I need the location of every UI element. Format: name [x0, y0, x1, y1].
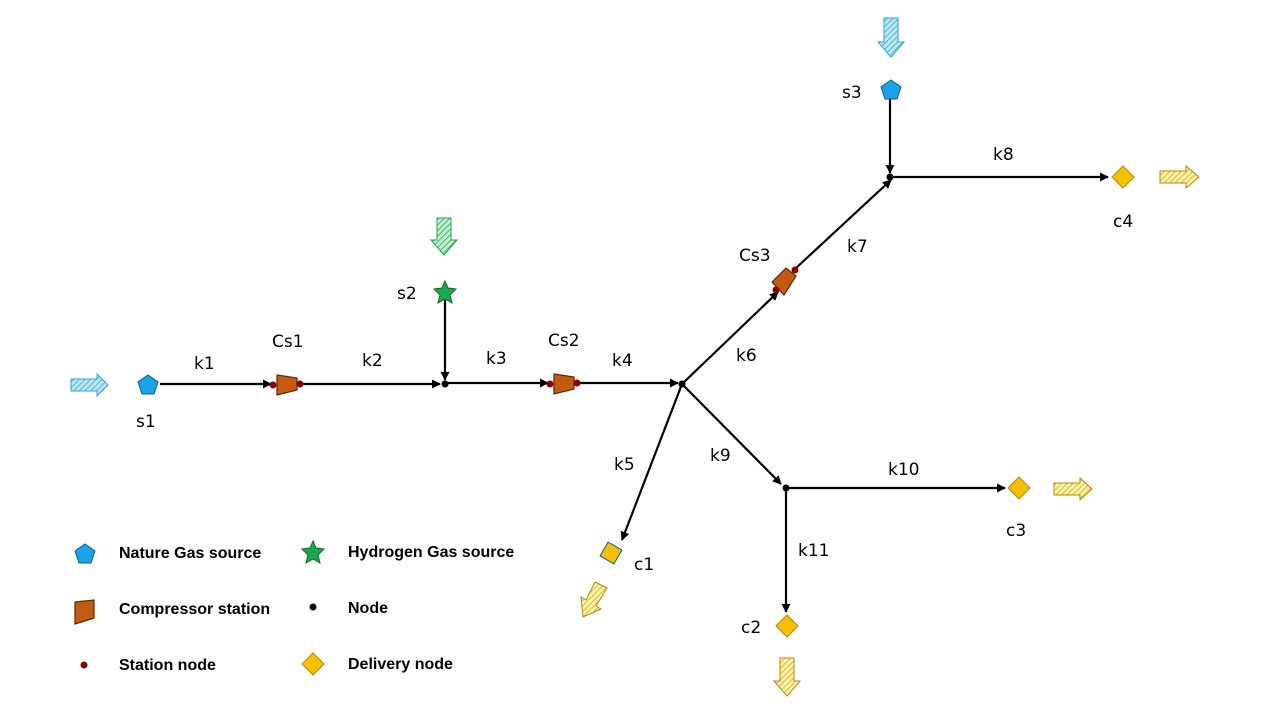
outflow-arrow-c2 — [772, 657, 802, 697]
legend-label-compressor-station: Compressor station — [119, 601, 270, 618]
edge-label-k1: k1 — [194, 354, 215, 374]
legend-label-hydrogen-gas-source: Hydrogen Gas source — [348, 544, 514, 561]
edge-label-k10: k10 — [888, 460, 919, 480]
node-label-s1: s1 — [136, 412, 156, 432]
compressor-cs1-icon — [276, 374, 298, 396]
legend-label-station-node: Station node — [119, 657, 216, 674]
edge-label-k8: k8 — [993, 145, 1014, 165]
node-label-c1: c1 — [634, 555, 654, 575]
legend-label-delivery-node: Delivery node — [348, 656, 453, 673]
edge-k7 — [795, 179, 892, 269]
edge-label-k5: k5 — [614, 455, 635, 475]
node-label-c4: c4 — [1113, 212, 1133, 232]
outflow-arrow-c3 — [1053, 476, 1093, 502]
legend-hydrogen-star-icon — [300, 539, 326, 565]
compressor-cs2-icon — [553, 373, 575, 395]
edge-label-k2: k2 — [362, 351, 383, 371]
legend: Nature Gas source Hydrogen Gas source Co… — [74, 539, 514, 676]
edge-k6 — [681, 291, 779, 385]
edge-k9 — [681, 383, 782, 485]
edge-label-k3: k3 — [486, 349, 507, 369]
edge-k5 — [620, 383, 684, 541]
edge-label-k11: k11 — [798, 541, 829, 561]
inflow-arrow-s1 — [70, 372, 109, 398]
delivery-c2-diamond-icon — [775, 614, 799, 638]
legend-compressor-icon — [74, 599, 95, 625]
junction-node-1 — [441, 380, 449, 388]
outflow-arrow-c1 — [580, 581, 608, 618]
station-node-cs3-in — [772, 286, 780, 294]
node-label-cs2: Cs2 — [548, 331, 580, 351]
edge-label-k7: k7 — [847, 237, 868, 257]
legend-nature-gas-pentagon-icon — [74, 543, 96, 564]
node-label-c2: c2 — [741, 618, 761, 638]
delivery-c1-diamond-icon — [599, 541, 623, 565]
inflow-arrow-s3 — [876, 17, 906, 58]
legend-station-node-icon — [80, 661, 88, 669]
edge-label-k6: k6 — [736, 346, 757, 366]
station-node-cs3-out — [791, 266, 799, 274]
node-label-cs3: Cs3 — [739, 246, 771, 266]
legend-label-node: Node — [348, 600, 388, 617]
junction-node-4 — [782, 484, 790, 492]
inflow-arrow-s2 — [429, 217, 459, 256]
node-label-s3: s3 — [842, 83, 862, 103]
junction-node-3 — [886, 173, 894, 181]
delivery-c4-diamond-icon — [1111, 165, 1135, 189]
node-label-c3: c3 — [1006, 521, 1026, 541]
station-node-cs1-out — [296, 380, 304, 388]
source-s3-pentagon-icon — [880, 79, 902, 100]
edge-label-k9: k9 — [710, 446, 731, 466]
source-s1-pentagon-icon — [137, 374, 159, 395]
junction-node-2 — [678, 380, 686, 388]
legend-delivery-diamond-icon — [301, 652, 325, 676]
node-label-s2: s2 — [397, 284, 417, 304]
delivery-c3-diamond-icon — [1007, 476, 1031, 500]
legend-node-icon — [309, 603, 317, 611]
node-label-cs1: Cs1 — [272, 332, 304, 352]
edge-label-k4: k4 — [612, 351, 633, 371]
legend-label-nature-gas-source: Nature Gas source — [119, 545, 261, 562]
station-node-cs1-in — [269, 381, 277, 389]
station-node-cs2-out — [573, 379, 581, 387]
station-node-cs2-in — [546, 380, 554, 388]
outflow-arrow-c4 — [1159, 164, 1200, 190]
source-s2-star-icon — [432, 279, 458, 305]
